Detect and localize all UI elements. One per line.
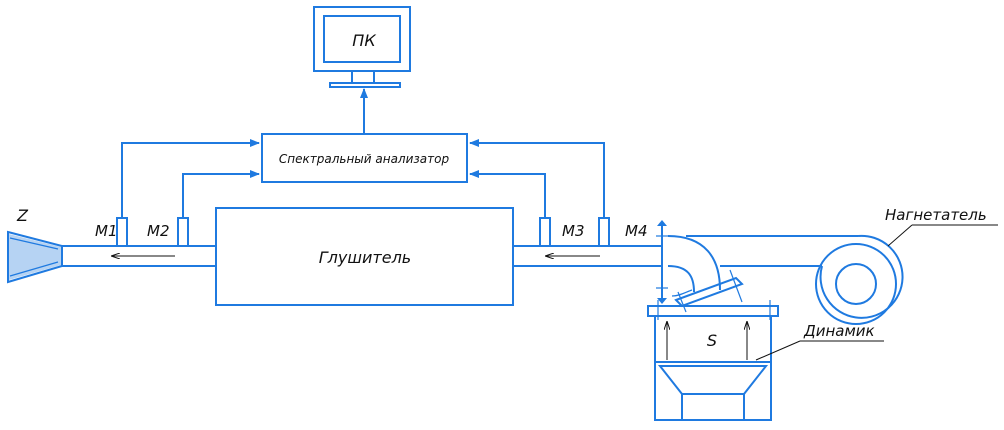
spectral-analyzer: Спектральный анализатор: [261, 133, 468, 183]
mic2-label: М2: [147, 222, 170, 240]
muffler: Глушитель: [215, 207, 514, 306]
blower-label: Нагнетатель: [885, 206, 987, 224]
blower: Нагнетатель: [815, 206, 998, 325]
mic1-label: М1: [95, 222, 118, 240]
pipe-flange: [656, 220, 668, 304]
mic4-label: М4: [625, 222, 648, 240]
left-pipe: [62, 245, 216, 267]
mic3-label: М3: [562, 222, 585, 240]
signal-lines: [121, 139, 605, 218]
speaker-label: Динамик: [803, 322, 875, 340]
speaker: S Динамик: [647, 269, 884, 421]
microphone-m2: М2: [147, 217, 189, 247]
muffler-label: Глушитель: [319, 248, 411, 267]
analyzer-label: Спектральный анализатор: [279, 152, 450, 166]
microphone-m3: М3: [539, 217, 585, 247]
elbow-bend: [667, 235, 721, 297]
pc-label: ПК: [352, 31, 376, 50]
source-area-label: S: [707, 331, 717, 350]
blower-duct: [686, 235, 858, 267]
right-pipe: [513, 245, 661, 267]
microphone-m1: М1: [95, 217, 128, 247]
z-termination: Z: [7, 206, 63, 284]
microphone-m4: М4: [598, 217, 648, 247]
pc-monitor: ПК: [313, 6, 411, 88]
z-label: Z: [16, 206, 29, 225]
